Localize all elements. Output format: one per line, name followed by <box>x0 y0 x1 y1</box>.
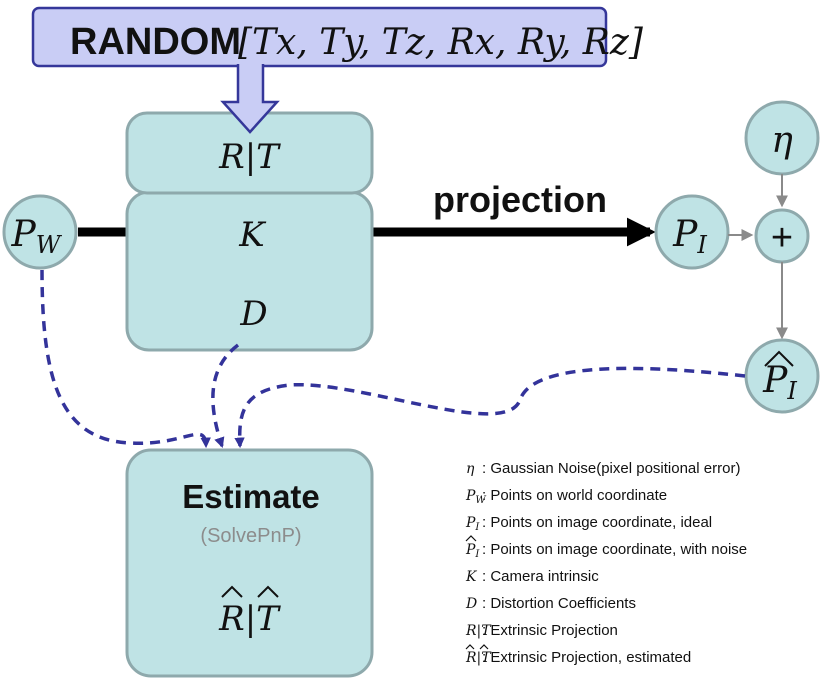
legend-symbol: R|T <box>465 650 492 666</box>
legend-symbol: K <box>465 569 478 585</box>
svg-text:PI: PI <box>672 214 707 259</box>
estimate-box <box>125 448 374 678</box>
legend-row: R|T : Extrinsic Projection, estimated <box>465 644 691 666</box>
legend-row: D : Distortion Coefficients <box>465 595 636 612</box>
legend-symbol-sub: W <box>475 495 486 506</box>
estimate-output: R|T <box>218 599 281 639</box>
estimate-r-hat <box>221 585 243 598</box>
estimate-subtitle: (SolvePnP) <box>200 525 301 547</box>
random-block-arrow <box>220 64 280 134</box>
pw-node: PW <box>2 194 78 270</box>
legend-hat-mark <box>465 535 477 542</box>
legend-row: PW : Points on world coordinate <box>465 487 667 506</box>
legend-symbol: η <box>466 461 475 477</box>
random-label: RANDOM <box>70 21 241 63</box>
legend-description: : Extrinsic Projection <box>482 622 618 639</box>
legend: η : Gaussian Noise(pixel positional erro… <box>465 460 747 666</box>
pi-hat-mark <box>764 350 794 367</box>
legend-symbol: R|T <box>465 623 492 639</box>
legend-description: : Extrinsic Projection, estimated <box>482 649 691 666</box>
legend-symbol-sub: I <box>474 522 480 533</box>
legend-description: : Points on image coordinate, with noise <box>482 541 747 558</box>
legend-description: : Points on world coordinate <box>482 487 667 504</box>
random-box <box>31 6 608 68</box>
estimate-t-hat <box>257 585 279 598</box>
estimate-title: Estimate <box>182 478 320 515</box>
pihat-to-estimate-dashed <box>234 366 746 449</box>
plus-label: + <box>771 217 793 259</box>
legend-row: R|T : Extrinsic Projection <box>465 622 618 639</box>
svg-text:PW: PW <box>11 214 63 259</box>
k-label: K <box>238 215 267 255</box>
legend-hat-mark <box>465 644 489 650</box>
pw-sub: W <box>36 231 63 259</box>
legend-symbol: PI <box>465 515 480 533</box>
eta-label: η <box>771 120 793 161</box>
legend-description: : Distortion Coefficients <box>482 595 636 612</box>
legend-symbol-sub: I <box>474 549 480 560</box>
rt-label: R|T <box>218 137 281 177</box>
legend-row: PI : Points on image coordinate, ideal <box>465 514 712 533</box>
d-to-estimate-dashed <box>211 343 240 448</box>
projection-label: projection <box>433 179 607 220</box>
pw-to-estimate-dashed <box>40 269 211 449</box>
pi-label: P <box>672 214 698 255</box>
legend-description: : Gaussian Noise(pixel positional error) <box>482 460 740 477</box>
pi-hat-label: P <box>762 360 788 401</box>
d-label: D <box>239 294 267 334</box>
pw-label: P <box>11 214 37 255</box>
legend-row: η : Gaussian Noise(pixel positional erro… <box>466 460 740 477</box>
random-params: [Tx, Ty, Tz, Rx, Ry, Rz] <box>238 22 644 63</box>
pi-sub: I <box>696 231 707 259</box>
pi-node: PI <box>654 194 730 270</box>
svg-text:PI: PI <box>762 360 797 405</box>
legend-description: : Points on image coordinate, ideal <box>482 514 712 531</box>
legend-row: K : Camera intrinsic <box>465 568 599 585</box>
legend-description: : Camera intrinsic <box>482 568 599 585</box>
legend-symbol: PI <box>465 542 480 560</box>
pi-hat-node: PI <box>744 338 820 414</box>
legend-symbol: D <box>465 596 477 612</box>
legend-row: PI : Points on image coordinate, with no… <box>465 535 747 560</box>
pi-hat-sub: I <box>786 377 797 405</box>
